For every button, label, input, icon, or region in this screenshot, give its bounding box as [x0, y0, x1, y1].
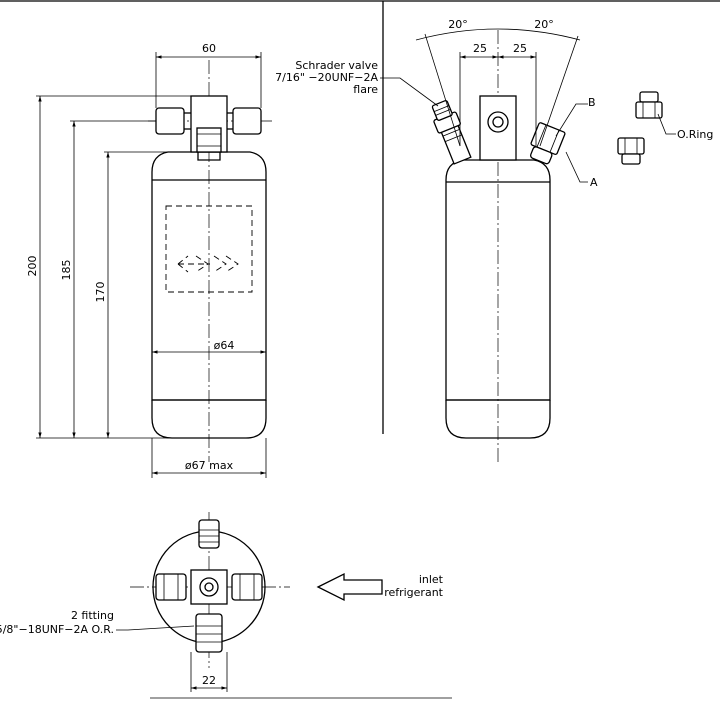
dim-height-170: 170	[94, 282, 107, 303]
side-top-block	[479, 95, 517, 161]
fitting-leader	[116, 625, 195, 631]
front-left-fitting	[155, 107, 185, 135]
schrader-label-1: Schrader valve	[295, 59, 378, 72]
o-ring-detail: O.Ring	[617, 91, 713, 165]
schrader-label-2: 7/16" −20UNF−2A	[275, 71, 378, 84]
top-right-fitting	[231, 573, 263, 601]
side-view: 20° 20° 25 25 Schrader valve 7/16" −20UN…	[275, 18, 598, 462]
dim-offset-right: 25	[513, 42, 527, 55]
callout-b: B	[588, 96, 596, 109]
dim-height-200: 200	[26, 256, 39, 277]
schrader-label-3: flare	[353, 83, 378, 96]
callout-a-leader	[565, 151, 588, 183]
dim-height-185: 185	[60, 260, 73, 281]
inlet-label-2: refrigerant	[384, 586, 443, 599]
schrader-leader	[380, 77, 439, 107]
side-port-inner	[492, 116, 504, 128]
dim-offset-left: 25	[473, 42, 487, 55]
front-center-nut	[196, 127, 222, 153]
side-right-fitting	[529, 122, 566, 165]
schrader-valve	[431, 100, 472, 165]
angle-arc	[415, 28, 581, 41]
top-bottom-fitting	[195, 613, 223, 653]
dim-width-60: 60	[202, 42, 216, 55]
front-view: 60 200 185 170 ø64 ø67 max	[26, 42, 272, 478]
front-right-fitting	[232, 107, 262, 135]
side-bottom-cap	[445, 400, 551, 439]
dim-angle-right: 20°	[534, 18, 554, 31]
o-ring-label: O.Ring	[677, 128, 713, 141]
fitting-label-1: 2 fitting	[71, 609, 114, 622]
flow-arrow-icon	[177, 255, 239, 273]
o-ring-leader	[657, 113, 676, 135]
dim-diameter-64: ø64	[214, 339, 235, 352]
side-port-outer	[487, 111, 509, 133]
callout-a: A	[590, 176, 598, 189]
fitting-label-2: 5/8"−18UNF−2A O.R.	[0, 623, 114, 636]
callout-b-leader	[555, 103, 588, 137]
top-schrader	[198, 519, 220, 549]
dim-bottom-22: 22	[202, 674, 216, 687]
label-area	[165, 205, 253, 293]
dim-diameter-67-max: ø67 max	[185, 459, 234, 472]
inlet-arrow-icon	[316, 572, 383, 602]
top-center-block	[190, 569, 228, 605]
front-bottom-cap	[151, 400, 267, 439]
top-left-fitting	[155, 573, 187, 601]
dim-angle-left: 20°	[448, 18, 468, 31]
inlet-label-1: inlet	[419, 573, 444, 586]
top-view: 22 2 fitting 5/8"−18UNF−2A O.R. inlet re…	[0, 512, 444, 692]
